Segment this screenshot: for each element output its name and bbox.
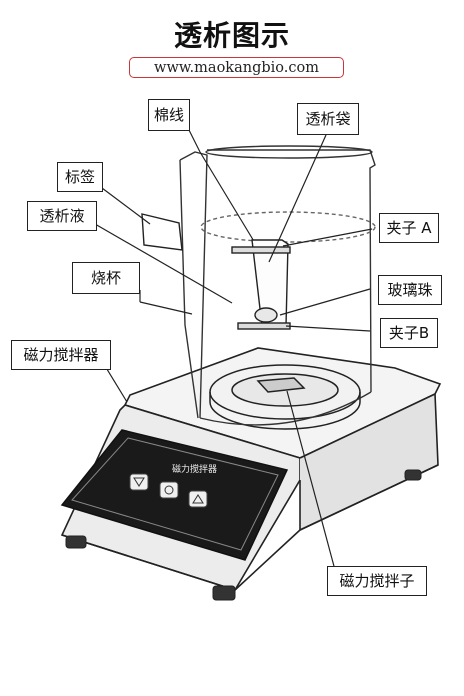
label-stir-bar: 磁力搅拌子 xyxy=(327,566,427,596)
cotton-thread xyxy=(199,151,256,244)
website-url: www.maokangbio.com xyxy=(129,57,344,78)
label-dialysis-bag: 透析袋 xyxy=(297,103,359,135)
stir-bar-shape xyxy=(256,377,306,393)
label-clip-a: 夹子 A xyxy=(379,213,439,243)
stirrer-feet xyxy=(65,469,422,601)
label-beaker: 烧杯 xyxy=(72,262,140,294)
label-glass-bead: 玻璃珠 xyxy=(378,275,442,305)
up-button[interactable] xyxy=(188,490,208,508)
stir-plate xyxy=(209,364,361,430)
panel-text: 磁力搅拌器 xyxy=(172,463,217,475)
diagram-title: 透析图示 xyxy=(173,19,290,52)
label-tag: 标签 xyxy=(57,162,103,192)
power-button[interactable] xyxy=(159,481,179,499)
down-button[interactable] xyxy=(129,473,149,491)
dialysis-bag xyxy=(231,239,291,330)
label-cotton-thread: 棉线 xyxy=(148,99,190,131)
label-magnetic-stirrer: 磁力搅拌器 xyxy=(11,340,111,370)
label-dialysate: 透析液 xyxy=(27,201,97,231)
beaker-tag xyxy=(141,213,183,251)
control-panel: 磁力搅拌器 xyxy=(60,429,289,561)
label-clip-b: 夹子B xyxy=(380,318,438,348)
